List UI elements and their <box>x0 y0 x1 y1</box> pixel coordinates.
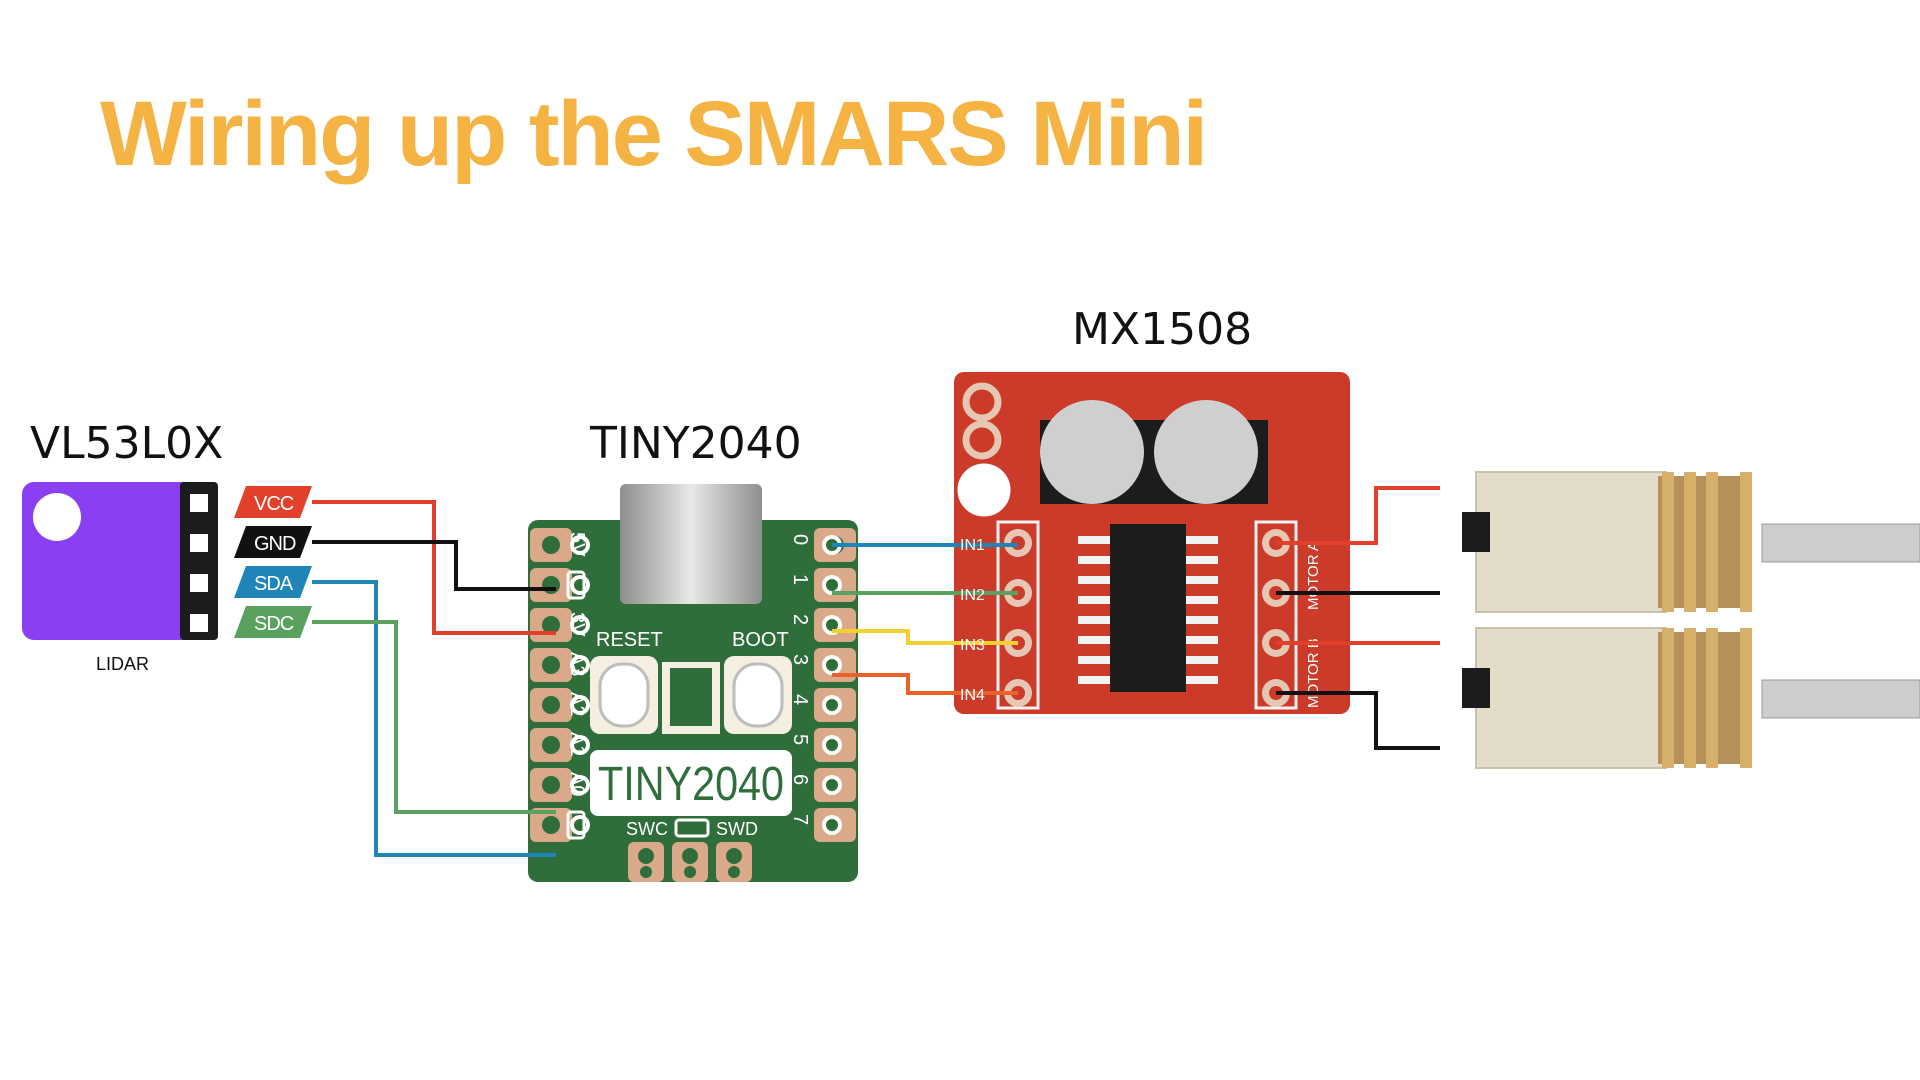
tiny-brand-plate <box>590 750 792 816</box>
tiny-gnd-pad-icon <box>566 810 586 840</box>
input-pads <box>1004 529 1032 707</box>
motor-a-label: MOTOR A <box>1305 541 1322 610</box>
tiny-left-label-4: A3 <box>566 652 588 676</box>
tiny-left-pin-6 <box>530 728 590 762</box>
tiny-right-pin-1 <box>814 568 856 602</box>
in3-label: IN3 <box>960 637 985 654</box>
capacitor-icon <box>1040 400 1144 504</box>
wire-sdc <box>312 620 556 814</box>
tiny-left-pin-4 <box>530 648 590 682</box>
page-title: Wiring up the SMARS Mini <box>100 83 1208 185</box>
lidar-pin-2 <box>186 530 212 556</box>
lidar-caption: LIDAR <box>96 654 149 674</box>
lidar-pin-4 <box>186 610 212 636</box>
wire-gnd <box>312 540 556 591</box>
tiny-right-label-7: 7 <box>789 814 811 825</box>
mx1508-board: MOTOR A MOTOR B <box>954 372 1350 714</box>
boot-label: BOOT <box>732 629 789 651</box>
input-header-outline <box>996 520 1040 710</box>
motor-shaft <box>1761 523 1920 563</box>
lidar-title: VL53L0X <box>30 418 223 469</box>
tiny-left-pin-1 <box>530 528 590 562</box>
tiny-left-label-7: A0 <box>566 772 588 796</box>
boot-button-cap <box>732 662 784 728</box>
usb-c-connector-icon <box>620 484 762 604</box>
in1-label: IN1 <box>960 537 985 554</box>
reset-button-cap <box>598 662 650 728</box>
tiny-right-pin-2 <box>814 608 856 642</box>
vcc-tag <box>234 486 312 518</box>
sdc-tag-label: SDC <box>254 613 294 635</box>
debug-header <box>628 842 752 882</box>
motor-b <box>1462 627 1920 769</box>
wire-motor-b-2 <box>1276 691 1440 750</box>
swd-label: SWD <box>716 819 758 839</box>
motor-a <box>1462 471 1920 613</box>
wire-motor-a-1 <box>1276 486 1440 545</box>
driver-mount-hole <box>962 382 1002 422</box>
in2-label: IN2 <box>960 587 985 604</box>
tiny-left-label-5: A2 <box>566 692 588 716</box>
motor-terminal <box>1462 668 1490 708</box>
lidar-pin-3 <box>186 570 212 596</box>
wire-sda <box>312 580 556 857</box>
wire-vcc <box>312 500 556 635</box>
lidar-header <box>180 482 218 640</box>
lidar-pin-tags: VCC GND SDA SDC <box>234 486 312 638</box>
lidar-mount-hole <box>33 493 81 541</box>
tiny-right-pin-5 <box>814 728 856 762</box>
in4-label: IN4 <box>960 687 985 704</box>
lidar-module: LIDAR <box>22 482 218 674</box>
capacitor-icon <box>1154 400 1258 504</box>
rgb-led-center <box>670 668 712 726</box>
gnd-tag <box>234 526 312 558</box>
vcc-tag-label: VCC <box>254 493 294 515</box>
tiny-right-pin-6 <box>814 768 856 802</box>
driver-mount-hole <box>962 420 1002 460</box>
tiny-left-label-6: A1 <box>566 732 588 756</box>
gear-motor-icon <box>1475 471 1667 613</box>
wires <box>312 486 1440 857</box>
tiny-left-pin-7 <box>530 768 590 802</box>
sda-tag <box>234 566 312 598</box>
motor-shaft <box>1761 679 1920 719</box>
tiny-right-pin-7 <box>814 808 856 842</box>
driver-title: MX1508 <box>1072 304 1252 355</box>
wire-in3 <box>832 629 1018 645</box>
tiny-right-label-5: 5 <box>789 734 811 745</box>
tiny-right-label-0: 0 <box>789 534 811 545</box>
driver-chip-icon <box>1078 524 1218 692</box>
tiny-brand-label: TINY2040 <box>598 758 784 811</box>
swc-label: SWC <box>626 819 668 839</box>
sdc-tag <box>234 606 312 638</box>
lidar-pin-1 <box>186 490 212 516</box>
motor-terminal <box>1462 512 1490 552</box>
tiny-left-label-3: 3V <box>566 612 588 637</box>
debug-pad-icon <box>674 818 710 838</box>
tiny-right-label-4: 4 <box>789 694 811 705</box>
tiny-left-pin-5 <box>530 688 590 722</box>
wire-in4 <box>832 673 1018 695</box>
tiny-left-label-1: 5V <box>566 532 588 557</box>
driver-large-hole <box>954 460 1014 520</box>
tiny2040-board: 5V 3V A3 A2 A1 A0 0 1 2 3 4 5 6 7 RESET … <box>528 484 858 882</box>
tiny-title: TINY2040 <box>589 418 802 469</box>
tiny-gnd-pad-icon <box>566 570 586 600</box>
gear-motor-icon <box>1475 627 1667 769</box>
reset-label: RESET <box>596 629 663 651</box>
tiny-right-label-2: 2 <box>789 614 811 625</box>
motor-b-label: MOTOR B <box>1305 638 1322 708</box>
tiny-right-pin-4 <box>814 688 856 722</box>
tiny-right-label-6: 6 <box>789 774 811 785</box>
tiny-right-pins <box>814 528 856 842</box>
tiny-right-label-3: 3 <box>789 654 811 665</box>
gnd-tag-label: GND <box>254 533 296 555</box>
output-header-outline <box>1254 520 1298 710</box>
sda-tag-label: SDA <box>254 573 294 595</box>
tiny-right-label-1: 1 <box>789 574 811 585</box>
